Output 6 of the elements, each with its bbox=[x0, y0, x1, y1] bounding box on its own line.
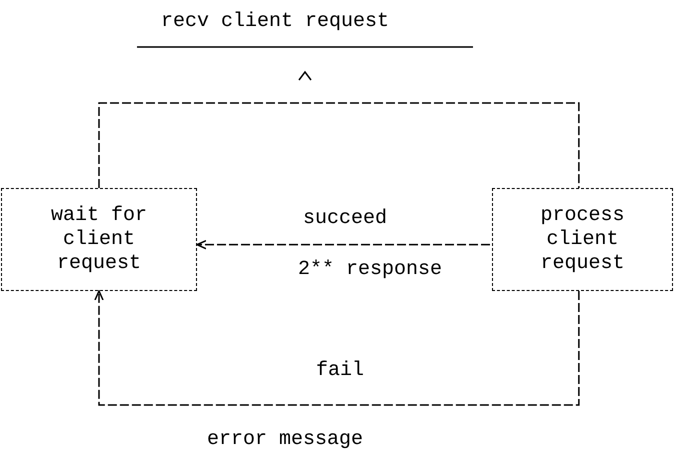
note: 2** response bbox=[298, 259, 442, 281]
process-box: process client request bbox=[492, 188, 673, 291]
arrow bbox=[94, 290, 580, 406]
heading: recv client request bbox=[160, 11, 390, 33]
process-box: wait for client request bbox=[1, 188, 197, 291]
arrow bbox=[196, 240, 490, 250]
